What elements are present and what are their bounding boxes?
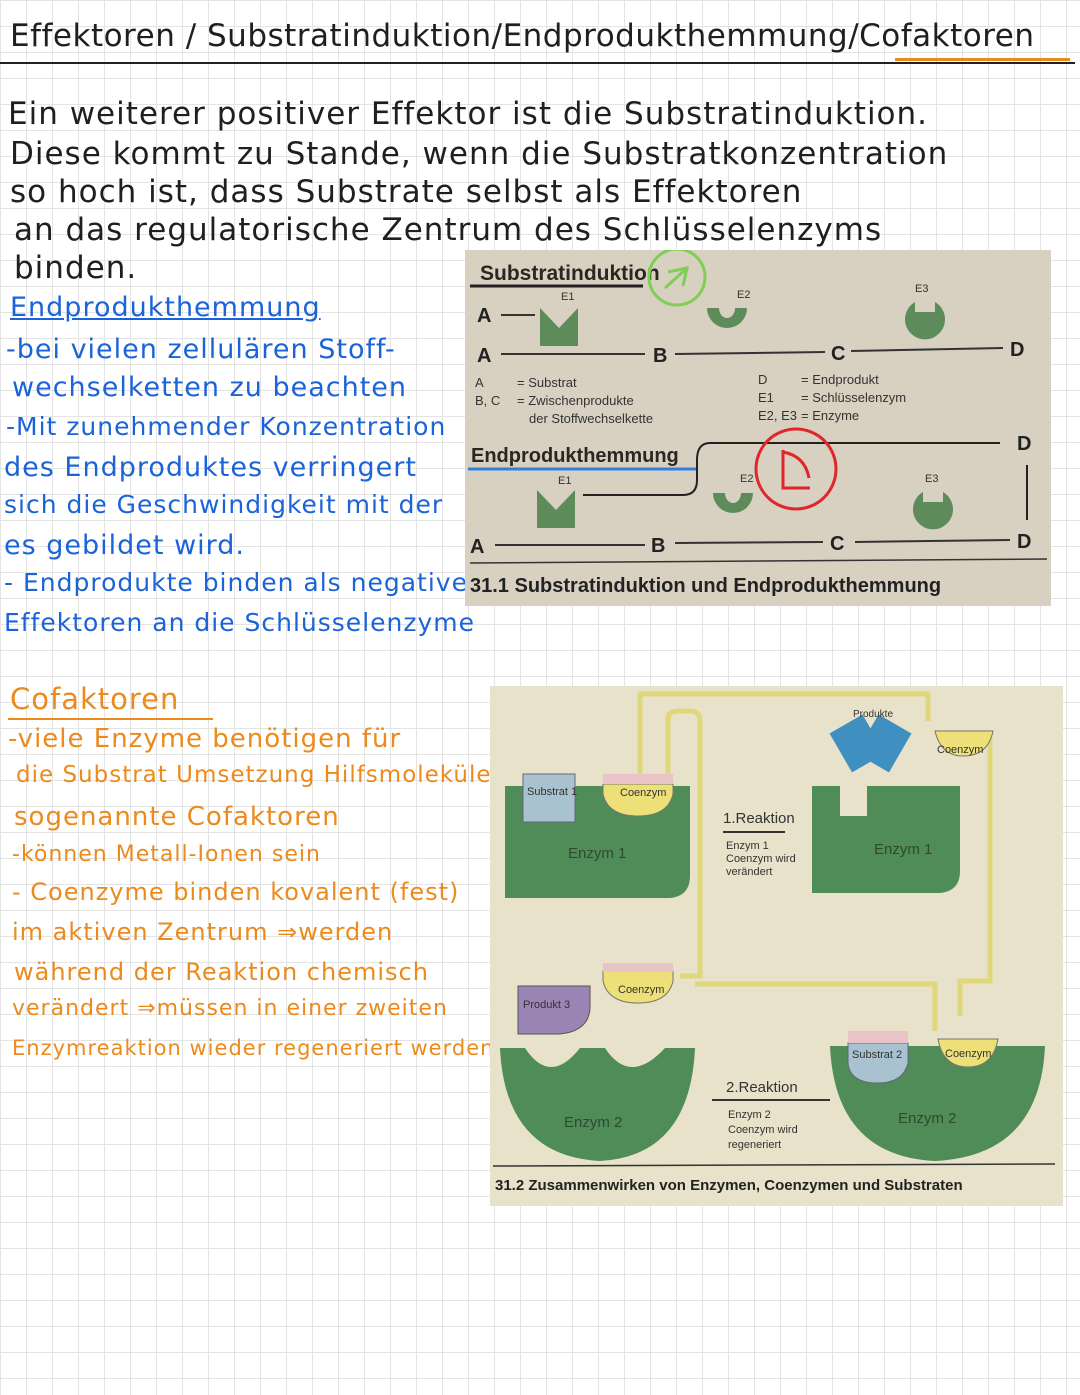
enzyme-e1-shape: [537, 490, 575, 528]
decrease-arrow-icon: [781, 450, 811, 490]
svg-text:D: D: [758, 372, 767, 387]
enzyme-label: Enzym 1: [874, 841, 932, 858]
enzyme-e3-shape: [905, 302, 945, 340]
figure-substratinduktion: Substratinduktion A E1 E2 E3 A B C D A = …: [465, 250, 1051, 606]
svg-text:Enzym 2: Enzym 2: [728, 1109, 771, 1121]
enzyme-label: E2: [740, 473, 753, 485]
node-label: A: [477, 345, 491, 367]
title-highlight: [895, 58, 1070, 61]
svg-text:= Substrat: = Substrat: [517, 375, 577, 390]
svg-text:regeneriert: regeneriert: [728, 1139, 781, 1151]
enzyme-1-shape: [812, 786, 960, 893]
coenzym-label: Coenzym: [937, 744, 983, 756]
red-circle-icon: [754, 427, 838, 511]
intro-line: binden.: [14, 250, 138, 286]
intro-line: Diese kommt zu Stande, wenn die Substrat…: [10, 136, 949, 172]
note-line: -bei vielen zellulären Stoff-: [6, 334, 396, 365]
node-label: C: [831, 343, 845, 365]
note-line: wechselketten zu beachten: [12, 372, 408, 403]
node-label: D: [1017, 531, 1031, 553]
svg-text:= Enzyme: = Enzyme: [801, 408, 859, 423]
intro-line: Ein weiterer positiver Effektor ist die …: [8, 96, 929, 132]
note-line: - Endprodukte binden als negative: [4, 568, 468, 597]
enzyme-label: E2: [737, 289, 750, 301]
note-line: die Substrat Umsetzung Hilfsmoleküle,: [16, 762, 500, 788]
node-label: C: [830, 533, 844, 555]
note-line: Effektoren an die Schlüsselenzyme: [4, 608, 476, 637]
note-line: des Endproduktes verringert: [4, 452, 417, 483]
enzyme-label: Enzym 2: [564, 1114, 622, 1131]
node-label: D: [1010, 339, 1024, 361]
node-label: A: [470, 536, 484, 558]
svg-text:Coenzym wird: Coenzym wird: [726, 853, 796, 865]
produkt-label: Produkt 3: [523, 999, 570, 1011]
title-underline: [0, 62, 1075, 64]
enzyme-e3-shape: [913, 492, 953, 530]
figure-heading: Substratinduktion: [480, 262, 660, 285]
coenzym-label: Coenzym: [620, 787, 666, 799]
svg-text:der Stoffwechselkette: der Stoffwechselkette: [529, 411, 653, 426]
note-line: -können Metall-Ionen sein: [12, 842, 321, 867]
heading-underline: [8, 718, 213, 720]
section-heading: Endprodukthemmung: [10, 292, 321, 323]
reaction-label: 2.Reaktion: [726, 1079, 798, 1096]
svg-text:verändert: verändert: [726, 866, 772, 878]
note-line: -viele Enzyme benötigen für: [8, 724, 402, 754]
increase-arrow-icon: [663, 266, 689, 290]
green-circle-icon: [647, 250, 707, 307]
note-line: im aktiven Zentrum ⇒werden: [12, 918, 394, 946]
node-label: B: [651, 535, 665, 557]
note-line: Enzymreaktion wieder regeneriert werden: [12, 1036, 495, 1060]
enzyme-e2-shape: [707, 308, 747, 328]
legend: A = Substrat B, C = Zwischenprodukte der S…: [475, 372, 906, 426]
coenzym-label: Coenzym: [945, 1048, 991, 1060]
enzyme-label: Enzym 1: [568, 845, 626, 862]
enzyme-label: E3: [915, 283, 928, 295]
page-title: Effektoren / Substratinduktion/Endproduk…: [10, 18, 1035, 54]
intro-line: an das regulatorische Zentrum des Schlüs…: [14, 212, 883, 248]
svg-text:E2, E3: E2, E3: [758, 408, 797, 423]
enzyme-label: Enzym 2: [898, 1110, 956, 1127]
figure-coenzyme: Substrat 1 Coenzym Enzym 1 1.Reaktion En…: [490, 686, 1063, 1206]
enzyme-label: E1: [561, 291, 574, 303]
svg-text:= Zwischenprodukte: = Zwischenprodukte: [517, 393, 634, 408]
node-label: B: [653, 345, 667, 367]
svg-text:Coenzym wird: Coenzym wird: [728, 1124, 798, 1136]
svg-text:= Endprodukt: = Endprodukt: [801, 372, 879, 387]
intro-line: so hoch ist, dass Substrate selbst als E…: [10, 174, 803, 210]
figure-caption: 31.1 Substratinduktion und Endprodukthem…: [470, 575, 941, 597]
note-line: es gebildet wird.: [4, 530, 246, 561]
node-label: D: [1017, 433, 1031, 455]
svg-text:B, C: B, C: [475, 393, 500, 408]
node-label: A: [477, 305, 491, 327]
note-line: während der Reaktion chemisch: [14, 958, 429, 986]
svg-text:= Schlüsselenzym: = Schlüsselenzym: [801, 390, 906, 405]
svg-text:A: A: [475, 375, 484, 390]
enzyme-e1-shape: [540, 308, 578, 346]
figure-caption: 31.2 Zusammenwirken von Enzymen, Coenzym…: [495, 1177, 963, 1194]
section-heading: Cofaktoren: [10, 682, 180, 716]
note-line: sich die Geschwindigkeit mit der: [4, 490, 444, 519]
figure-heading: Endprodukthemmung: [471, 445, 679, 467]
svg-text:E1: E1: [758, 390, 774, 405]
substrat-label: Substrat 1: [527, 786, 577, 798]
note-line: sogenannte Cofaktoren: [14, 802, 340, 832]
enzyme-label: E1: [558, 475, 571, 487]
note-line: verändert ⇒müssen in einer zweiten: [12, 996, 448, 1021]
coenzym-label: Coenzym: [618, 984, 664, 996]
svg-text:Enzym 1: Enzym 1: [726, 840, 769, 852]
produkte-label: Produkte: [853, 709, 893, 720]
substrat-label: Substrat 2: [852, 1049, 902, 1061]
note-line: -Mit zunehmender Konzentration: [6, 412, 447, 441]
enzyme-label: E3: [925, 473, 938, 485]
enzyme-e2-shape: [713, 493, 753, 513]
note-line: - Coenzyme binden kovalent (fest): [12, 878, 460, 906]
enzyme-2-shape: [500, 1048, 695, 1161]
reaction-label: 1.Reaktion: [723, 810, 795, 827]
